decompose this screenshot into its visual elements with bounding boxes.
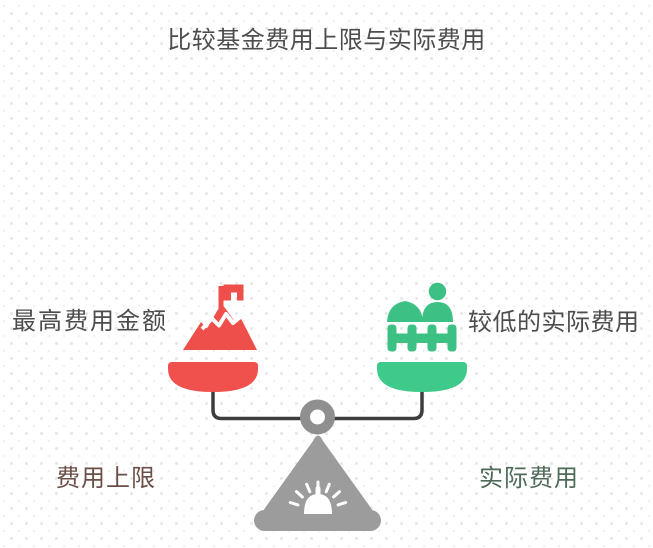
gauge-icon	[288, 480, 348, 514]
scale-pedestal	[254, 435, 381, 531]
pedestal-triangle	[263, 435, 373, 514]
mountain-flag-icon	[183, 284, 257, 350]
page-title: 比较基金费用上限与实际费用	[167, 27, 486, 54]
right-item-label: 较低的实际费用	[468, 309, 640, 336]
farm-person-icon	[387, 282, 457, 352]
pedestal-base-bar	[254, 510, 381, 531]
right-category-label: 实际费用	[479, 465, 579, 492]
left-item-label: 最高费用金额	[12, 308, 168, 335]
scale-pivot-ring-icon	[300, 399, 335, 435]
left-scale-pan	[168, 362, 258, 392]
right-scale-pan	[377, 362, 467, 392]
left-category-label: 费用上限	[56, 465, 156, 492]
